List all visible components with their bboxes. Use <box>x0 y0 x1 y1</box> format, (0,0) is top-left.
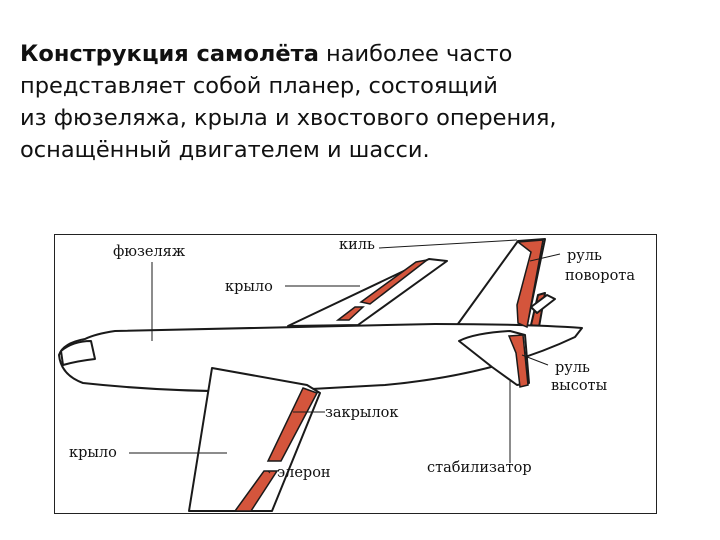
label-elevator-line-1: руль <box>555 360 590 376</box>
fuselage <box>58 323 583 393</box>
label-elevator-line-2: высоты <box>551 378 608 394</box>
far-flap-outer <box>359 259 428 305</box>
label-rudder-line-1: руль <box>567 248 602 264</box>
label-rudder-line-2: поворота <box>565 268 635 284</box>
airplane-drawing <box>58 238 583 512</box>
leader-rudder <box>529 253 561 262</box>
leader-aileron <box>267 470 271 474</box>
far-wing <box>287 258 448 327</box>
intro-line-3: из фюзеляжа, крыла и хвостового оперения… <box>20 105 557 131</box>
nose-cockpit <box>60 340 96 366</box>
intro-line-4: оснащённый двигателем и шасси. <box>20 137 430 163</box>
intro-line-1-rest: наиболее часто <box>318 41 513 67</box>
far-flap-inner <box>335 306 365 321</box>
label-flap: закрылок <box>325 405 399 421</box>
intro-text: Конструкция самолёта наиболее часто пред… <box>20 38 710 166</box>
rudder <box>515 239 544 329</box>
intro-line-1: Конструкция самолёта наиболее часто <box>20 38 710 70</box>
label-fuselage: фюзеляж <box>113 244 186 260</box>
leader-fin <box>378 239 518 249</box>
far-stabilizer <box>530 294 556 314</box>
label-wing-lower: крыло <box>69 445 117 461</box>
leader-elevator <box>521 354 549 366</box>
label-aileron: элерон <box>277 465 331 481</box>
elevator <box>507 334 529 388</box>
label-fin: киль <box>339 237 375 253</box>
intro-term: Конструкция самолёта <box>20 41 319 67</box>
intro-line-2: представляет собой планер, состоящий <box>20 73 498 99</box>
label-wing-upper: крыло <box>225 279 273 295</box>
label-stabilizer: стабилизатор <box>427 460 532 476</box>
flap <box>266 387 319 462</box>
airplane-diagram: фюзеляж киль крыло руль поворота руль вы… <box>54 234 657 514</box>
near-wing <box>188 367 321 512</box>
aileron <box>233 470 279 512</box>
